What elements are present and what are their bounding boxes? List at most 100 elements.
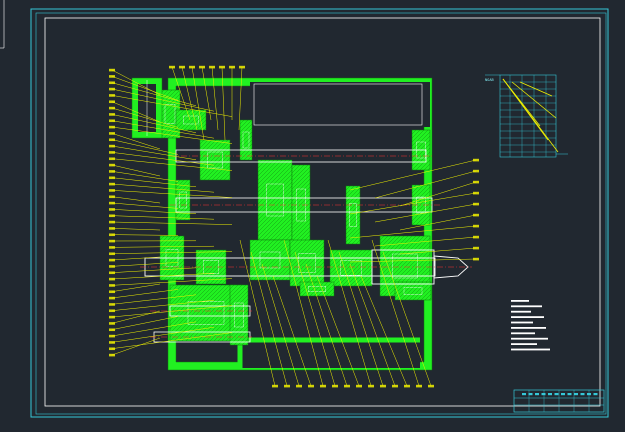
hatch-lines (257, 159, 293, 241)
callout-leader (109, 87, 215, 112)
callout-tag (229, 65, 235, 69)
callout-leader (219, 65, 226, 141)
callout-leader (261, 263, 302, 388)
callout-tag (392, 384, 398, 388)
callout-tag (473, 224, 479, 228)
callout-tag (109, 144, 115, 148)
main-spindle (140, 249, 472, 285)
callout-tag (109, 138, 115, 142)
callout-tag (332, 384, 338, 388)
callout-tag (209, 65, 215, 69)
title-block-glyph (528, 393, 533, 396)
title-block-glyph (554, 393, 559, 396)
callout-leader (109, 305, 233, 319)
callout-leader (109, 151, 215, 166)
callout-tag (109, 119, 115, 123)
callout-tag (404, 384, 410, 388)
hatch-lines (411, 184, 431, 226)
callout-leader (169, 65, 191, 121)
note-line (511, 343, 537, 345)
gear-block (199, 139, 231, 181)
shafts (131, 77, 472, 343)
shaft-lower (150, 305, 252, 343)
callout-leader (109, 267, 197, 275)
callout-tag (473, 257, 479, 261)
callout-leader (109, 182, 215, 193)
callout-leader (109, 326, 215, 344)
callout-leader (229, 65, 235, 120)
callout-leader (109, 262, 179, 268)
callout-leader (109, 189, 233, 198)
callout-leader (109, 227, 161, 231)
callout-leader (109, 113, 197, 134)
callout-tag (109, 246, 115, 249)
gear-block (289, 239, 325, 287)
callout-tag (368, 384, 374, 388)
callout-leader (374, 235, 479, 247)
callout-tag (109, 284, 115, 287)
callout-leader (305, 263, 350, 388)
callout-leader (109, 208, 197, 215)
callout-tag (473, 213, 479, 217)
shaft-upper (170, 149, 432, 163)
gear-block (299, 281, 335, 297)
note-line (511, 327, 546, 329)
callout-leader (283, 239, 326, 388)
callout-tag (109, 151, 115, 154)
gear-block (239, 119, 253, 161)
callout-leader (327, 239, 374, 388)
callout-tag (428, 384, 434, 388)
speed-ratio-rays (502, 78, 559, 153)
note-line (511, 305, 542, 308)
callout-tag (109, 258, 115, 262)
callout-tag (109, 189, 115, 192)
callout-tag (109, 170, 115, 173)
callout-tag (109, 353, 115, 357)
hatch-lines (249, 239, 291, 281)
callout-tag (109, 106, 115, 110)
callout-leader (399, 180, 479, 207)
title-block-glyph (541, 393, 546, 396)
callout-tag (199, 65, 205, 69)
callout-leader (109, 94, 233, 117)
hatch-lines (411, 129, 431, 171)
callout-tag (109, 87, 115, 91)
callout-leader (109, 294, 197, 306)
note-line (511, 348, 550, 351)
title-block-glyph (580, 393, 585, 396)
title-block (513, 389, 605, 413)
callout-tag (109, 195, 115, 199)
title-block-glyph (548, 393, 552, 396)
callout-tag (380, 384, 386, 388)
callout-leader (371, 239, 422, 388)
title-block-glyph (561, 393, 565, 396)
callout-leader (382, 251, 434, 388)
callout-tag (308, 384, 314, 388)
callout-tag (109, 296, 115, 300)
title-block-glyph (593, 393, 598, 396)
shaft-middle (170, 197, 440, 213)
callout-leader (338, 251, 386, 388)
note-line (511, 337, 548, 340)
callout-leader (238, 65, 245, 131)
callout-leader (109, 251, 233, 256)
callout-tag (109, 201, 115, 205)
gear-block (229, 284, 249, 346)
gear-block (345, 185, 361, 245)
callout-leader (109, 256, 161, 262)
callout-leader (109, 125, 233, 144)
callout-tag (109, 220, 115, 224)
callout-leader (294, 251, 338, 388)
callout-tag (109, 334, 115, 338)
callout-leader (349, 191, 479, 215)
hatch-lines (289, 239, 325, 287)
callout-leader (250, 251, 290, 388)
callout-leader (179, 65, 198, 131)
callout-leader (109, 245, 215, 249)
callout-leader (109, 144, 197, 161)
callout-tag (473, 191, 479, 195)
callout-tag (189, 65, 195, 69)
callout-tag (109, 227, 115, 230)
callout-tag (109, 132, 115, 135)
callout-leader (109, 138, 179, 155)
